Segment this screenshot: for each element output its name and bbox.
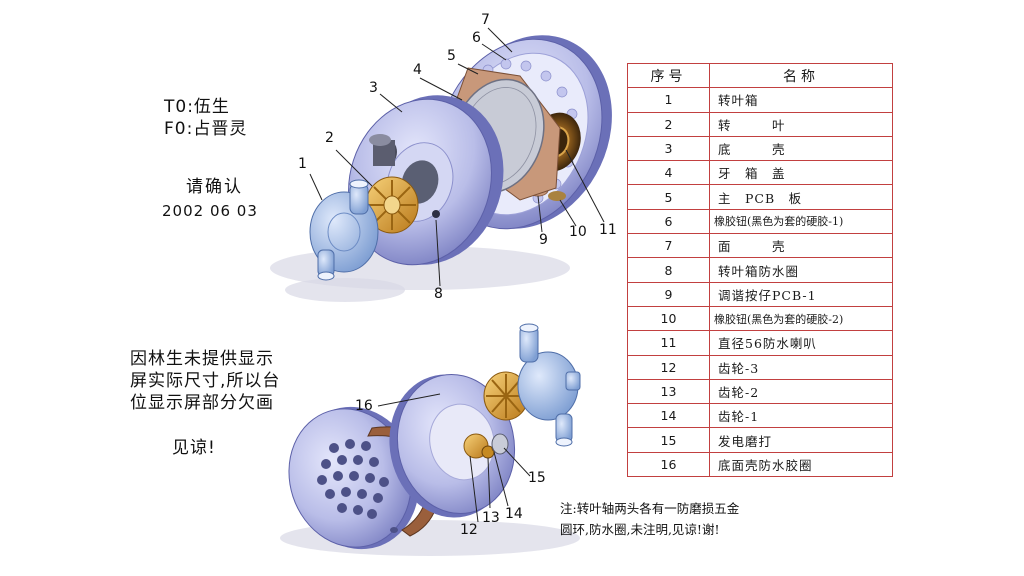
part-2-impeller-rear: [483, 371, 529, 421]
callout-4: 4: [413, 62, 422, 78]
part-number: 1: [627, 87, 710, 113]
part-name: 直径56防水喇叭: [709, 330, 893, 356]
part-name: 底 壳: [709, 135, 893, 162]
part-name: 面 壳: [709, 233, 893, 259]
part-2-impeller: [365, 176, 419, 234]
part-number: 7: [627, 233, 710, 259]
header-no: 序号: [627, 62, 710, 89]
from-sender: F0:占晋灵: [164, 119, 248, 139]
callout-6: 6: [472, 30, 481, 46]
to-recipient: T0:伍生: [164, 97, 230, 117]
part-7-face-grille: [288, 406, 420, 550]
part-name: 转 叶: [709, 111, 893, 137]
part-name: 底面壳防水胶圈: [709, 451, 893, 478]
callout-15: 15: [528, 470, 546, 486]
part-number: 3: [627, 135, 710, 162]
callout-1: 1: [298, 156, 307, 172]
part-number: 2: [627, 111, 710, 137]
callout-16: 16: [355, 398, 373, 414]
callout-11: 11: [599, 222, 617, 238]
part-name: 橡胶钮(黑色为套的硬胶-1): [709, 208, 893, 235]
callout-3: 3: [369, 80, 378, 96]
part-10-rubber-key: [548, 191, 566, 201]
part-number: 10: [627, 305, 710, 332]
header-name: 名称: [709, 62, 893, 89]
part-3-bottom-shell-rear: [389, 373, 516, 518]
part-number: 8: [627, 257, 710, 283]
part-8-waterproof-ring: [432, 210, 440, 218]
part-number: 13: [627, 378, 710, 405]
part-name: 齿轮-1: [709, 403, 893, 429]
callout-9: 9: [539, 232, 548, 248]
part-number: 12: [627, 354, 710, 380]
callout-10: 10: [569, 224, 587, 240]
parts-table-header: 序号 名称: [627, 62, 893, 89]
part-15-generator-motor: [491, 433, 509, 455]
callout-5: 5: [447, 48, 456, 64]
part-name: 发电磨打: [709, 427, 893, 453]
bottom-assembly: [280, 323, 581, 556]
part-name: 调谐按仔PCB-1: [709, 281, 893, 307]
explanation-note: 因林生未提供显示 屏实际尺寸,所以台 位显示屏部分欠画: [130, 349, 281, 413]
callout-13: 13: [482, 510, 500, 526]
callout-14: 14: [505, 506, 523, 522]
callout-8: 8: [434, 286, 443, 302]
part-name: 转叶箱: [709, 87, 893, 113]
footnote: 注:转叶轴两头各有一防磨损五金 圆环,防水圈,未注明,见谅!谢!: [560, 501, 740, 537]
part-number: 16: [627, 451, 710, 478]
callout-2: 2: [325, 130, 334, 146]
part-name: 主 PCB 板: [709, 184, 893, 210]
callout-12: 12: [460, 522, 478, 538]
part-name: 牙 箱 盖: [709, 160, 893, 186]
apology-note: 见谅!: [172, 438, 216, 458]
part-number: 15: [627, 427, 710, 453]
part-name: 齿轮-2: [709, 378, 893, 405]
part-number: 14: [627, 403, 710, 429]
date-stamp: 2002 06 03: [162, 202, 258, 220]
part-name: 齿轮-3: [709, 354, 893, 380]
part-number: 5: [627, 184, 710, 210]
part-number: 6: [627, 208, 710, 235]
part-name: 转叶箱防水圈: [709, 257, 893, 283]
confirm-request: 请确认: [186, 177, 243, 197]
part-number: 9: [627, 281, 710, 307]
part-number: 11: [627, 330, 710, 356]
part-1-impeller-box: [309, 179, 379, 281]
part-1-impeller-box-rear: [517, 323, 581, 447]
part-number: 4: [627, 160, 710, 186]
top-assembly: [270, 27, 612, 302]
callout-7: 7: [481, 12, 490, 28]
part-name: 橡胶钮(黑色为套的硬胶-2): [709, 305, 893, 332]
